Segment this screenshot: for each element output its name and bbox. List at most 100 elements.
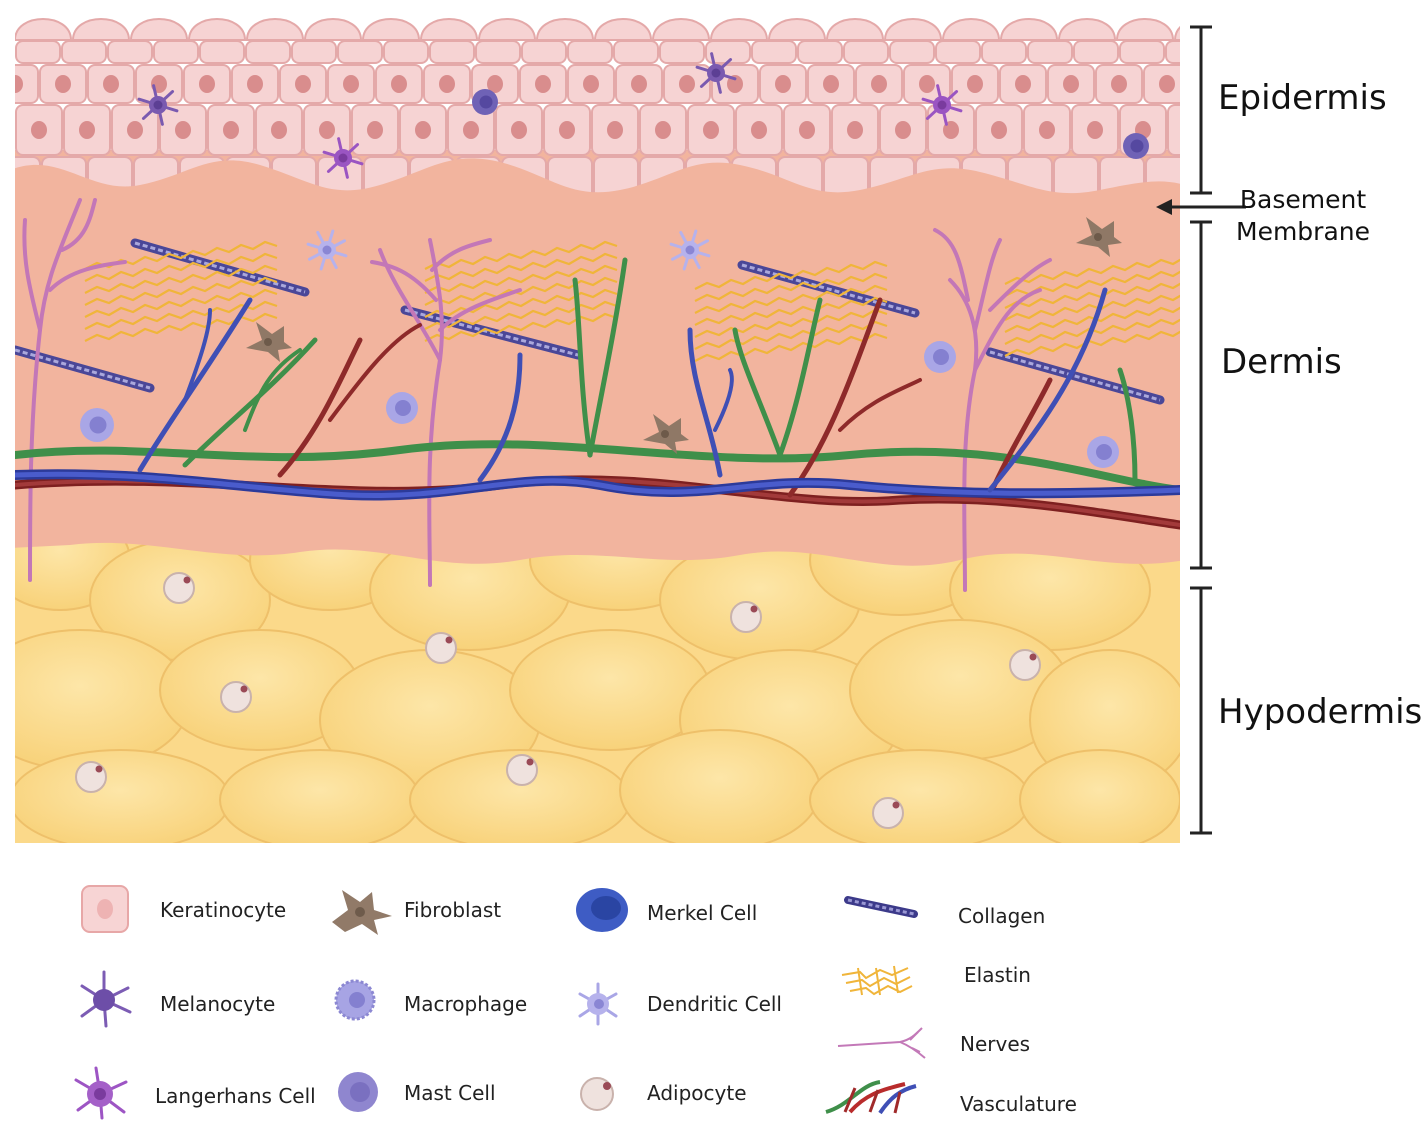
keratinocyte-nucleus bbox=[1087, 121, 1103, 139]
dermal-cells bbox=[80, 52, 1149, 468]
keratinocyte-nucleus bbox=[919, 75, 935, 93]
legend-macrophage: Macrophage bbox=[404, 992, 528, 1016]
macrophage-icon bbox=[334, 979, 376, 1021]
keratinocyte-nucleus bbox=[583, 75, 599, 93]
keratinocyte-nucleus bbox=[1063, 75, 1079, 93]
keratinocyte bbox=[419, 18, 479, 41]
keratinocyte-nucleus bbox=[247, 75, 263, 93]
fibroblast-nucleus bbox=[1094, 233, 1102, 241]
keratinocyte bbox=[521, 40, 567, 64]
legend-dendritic-cell: Dendritic Cell bbox=[647, 992, 782, 1016]
epidermis-label: Epidermis bbox=[1218, 78, 1387, 118]
keratinocyte-nucleus bbox=[535, 75, 551, 93]
basement-label-line2: Membrane bbox=[1236, 217, 1370, 246]
hypodermis-label: Hypodermis bbox=[1218, 692, 1423, 732]
elastin-fiber bbox=[84, 312, 278, 342]
elastin-fiber bbox=[424, 312, 618, 342]
fat-lobules bbox=[15, 504, 1180, 843]
nerves-icon bbox=[837, 1027, 926, 1059]
elastin-fiber bbox=[694, 332, 888, 362]
adipocytes bbox=[75, 572, 1041, 829]
keratinocyte bbox=[15, 40, 61, 64]
collagen-icon bbox=[844, 896, 918, 918]
keratinocyte bbox=[999, 18, 1059, 41]
elastin-fiber bbox=[1004, 306, 1180, 333]
legend-melanocyte: Melanocyte bbox=[160, 992, 276, 1016]
keratinocyte bbox=[825, 18, 885, 41]
adipocyte bbox=[425, 632, 457, 664]
keratinocyte-nucleus bbox=[511, 121, 527, 139]
keratinocyte bbox=[1167, 104, 1180, 156]
keratinocyte bbox=[129, 18, 189, 41]
adipocyte-nucleus bbox=[445, 636, 453, 644]
merkel-cell-nucleus bbox=[1130, 139, 1144, 153]
basement-membrane-label: Basement Membrane bbox=[1236, 184, 1370, 248]
fat-lobule bbox=[809, 749, 1031, 843]
adipocyte-nucleus bbox=[95, 765, 103, 773]
keratinocyte-nucleus bbox=[127, 121, 143, 139]
collagen-strand bbox=[404, 308, 579, 357]
elastin-fiber bbox=[694, 284, 888, 314]
keratinocyte-nucleus bbox=[343, 75, 359, 93]
elastin-fiber bbox=[424, 252, 618, 282]
keratinocyte-nucleus bbox=[631, 75, 647, 93]
keratinocyte-nucleus bbox=[55, 75, 71, 93]
macrophage-nucleus bbox=[1096, 444, 1112, 460]
elastin-fiber bbox=[1004, 258, 1180, 285]
keratinocyte bbox=[337, 40, 383, 64]
collagen-strand bbox=[989, 350, 1161, 402]
keratinocyte bbox=[1027, 40, 1073, 64]
keratinocyte bbox=[477, 18, 537, 41]
elastin-fiber bbox=[84, 264, 278, 294]
elastin-fiber bbox=[694, 272, 888, 302]
keratinocyte-nucleus bbox=[223, 121, 239, 139]
keratinocyte bbox=[593, 18, 653, 41]
macrophage-nucleus bbox=[395, 400, 411, 416]
adipocyte bbox=[730, 601, 762, 633]
keratinocyte-nucleus bbox=[367, 121, 383, 139]
elastin-fiber bbox=[424, 264, 618, 294]
keratinocyte-nucleus bbox=[295, 75, 311, 93]
keratinocyte bbox=[767, 18, 827, 41]
keratinocyte bbox=[71, 18, 131, 41]
basement-label-line1: Basement bbox=[1239, 185, 1367, 214]
keratinocyte-icon bbox=[81, 885, 129, 933]
legend-langerhans-cell: Langerhans Cell bbox=[155, 1084, 316, 1108]
keratinocyte-nucleus bbox=[1183, 121, 1199, 139]
keratinocyte bbox=[187, 18, 247, 41]
keratinocyte-nucleus bbox=[175, 121, 191, 139]
keratinocyte-nucleus bbox=[847, 121, 863, 139]
legend-keratinocyte: Keratinocyte bbox=[160, 898, 287, 922]
elastin-fiber bbox=[84, 288, 278, 318]
adipocyte-nucleus bbox=[1029, 653, 1037, 661]
adipocyte-icon bbox=[580, 1077, 614, 1111]
keratinocyte-nucleus bbox=[559, 121, 575, 139]
keratinocyte bbox=[843, 40, 889, 64]
keratinocyte-nucleus bbox=[1111, 75, 1127, 93]
keratinocyte-nucleus bbox=[703, 121, 719, 139]
keratinocyte-nucleus bbox=[823, 75, 839, 93]
legend-merkel-cell: Merkel Cell bbox=[647, 901, 758, 925]
fat-lobule bbox=[15, 749, 231, 843]
adipocyte bbox=[506, 754, 538, 786]
layer-brackets bbox=[1190, 25, 1212, 835]
keratinocyte bbox=[981, 40, 1027, 64]
keratinocyte-nucleus bbox=[871, 75, 887, 93]
keratinocyte-nucleus bbox=[463, 121, 479, 139]
fat-lobule bbox=[509, 629, 711, 751]
macrophage-nucleus bbox=[89, 416, 107, 434]
adipocyte-nucleus bbox=[240, 685, 248, 693]
keratinocyte bbox=[797, 40, 843, 64]
keratinocyte bbox=[153, 40, 199, 64]
legend-nerves: Nerves bbox=[960, 1032, 1031, 1056]
melanocyte-nucleus bbox=[711, 68, 721, 78]
legend-elastin: Elastin bbox=[964, 963, 1031, 987]
keratinocyte bbox=[303, 18, 363, 41]
mast-cell-icon bbox=[338, 1072, 378, 1112]
keratinocyte-nucleus bbox=[607, 121, 623, 139]
adipocyte-nucleus bbox=[183, 576, 191, 584]
keratinocyte-nucleus bbox=[991, 121, 1007, 139]
elastin-fiber bbox=[424, 288, 618, 318]
keratinocyte bbox=[1165, 40, 1180, 64]
keratinocyte bbox=[15, 18, 73, 41]
